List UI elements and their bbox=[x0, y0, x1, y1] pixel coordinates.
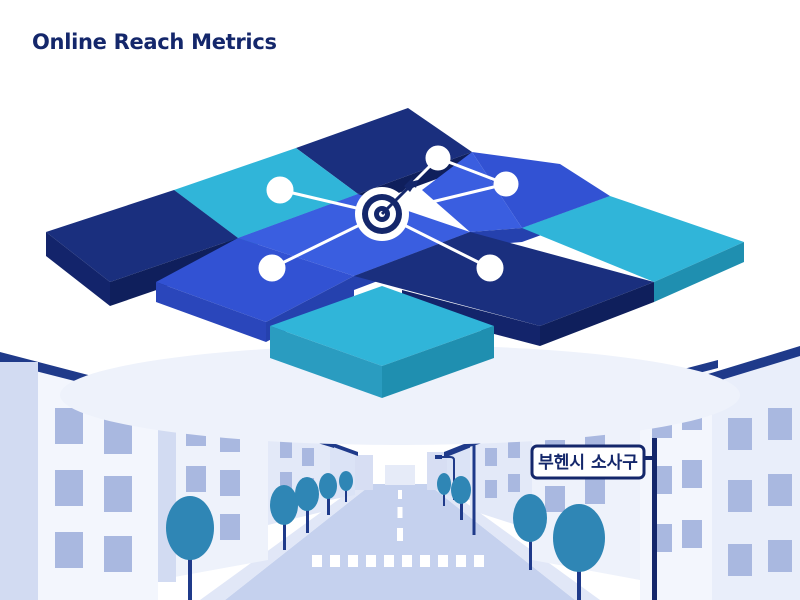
tile-grid bbox=[46, 108, 744, 398]
sign-pole bbox=[652, 438, 657, 600]
sign-plate bbox=[530, 444, 646, 480]
tile-glow bbox=[60, 345, 740, 445]
page-title: Online Reach Metrics bbox=[32, 30, 277, 54]
tile-right-cyan bbox=[522, 196, 744, 302]
tile-bottom-cyan bbox=[270, 286, 494, 398]
road bbox=[225, 484, 575, 600]
street-scene: 부헨시 소사구 bbox=[0, 346, 800, 600]
crosswalk bbox=[312, 555, 484, 567]
trees-right bbox=[437, 473, 605, 600]
street-sign-label: 부헨시 소사구 bbox=[538, 453, 638, 473]
tile-left-navy bbox=[46, 190, 238, 306]
street-sign: 부헨시 소사구 bbox=[530, 438, 657, 600]
target-with-arrow-icon bbox=[355, 178, 418, 241]
network-node-icon bbox=[258, 145, 519, 282]
road-center-dashes bbox=[397, 490, 403, 541]
sidewalk-right bbox=[428, 484, 600, 600]
trees-left bbox=[166, 471, 353, 600]
distant-buildings bbox=[355, 452, 447, 490]
